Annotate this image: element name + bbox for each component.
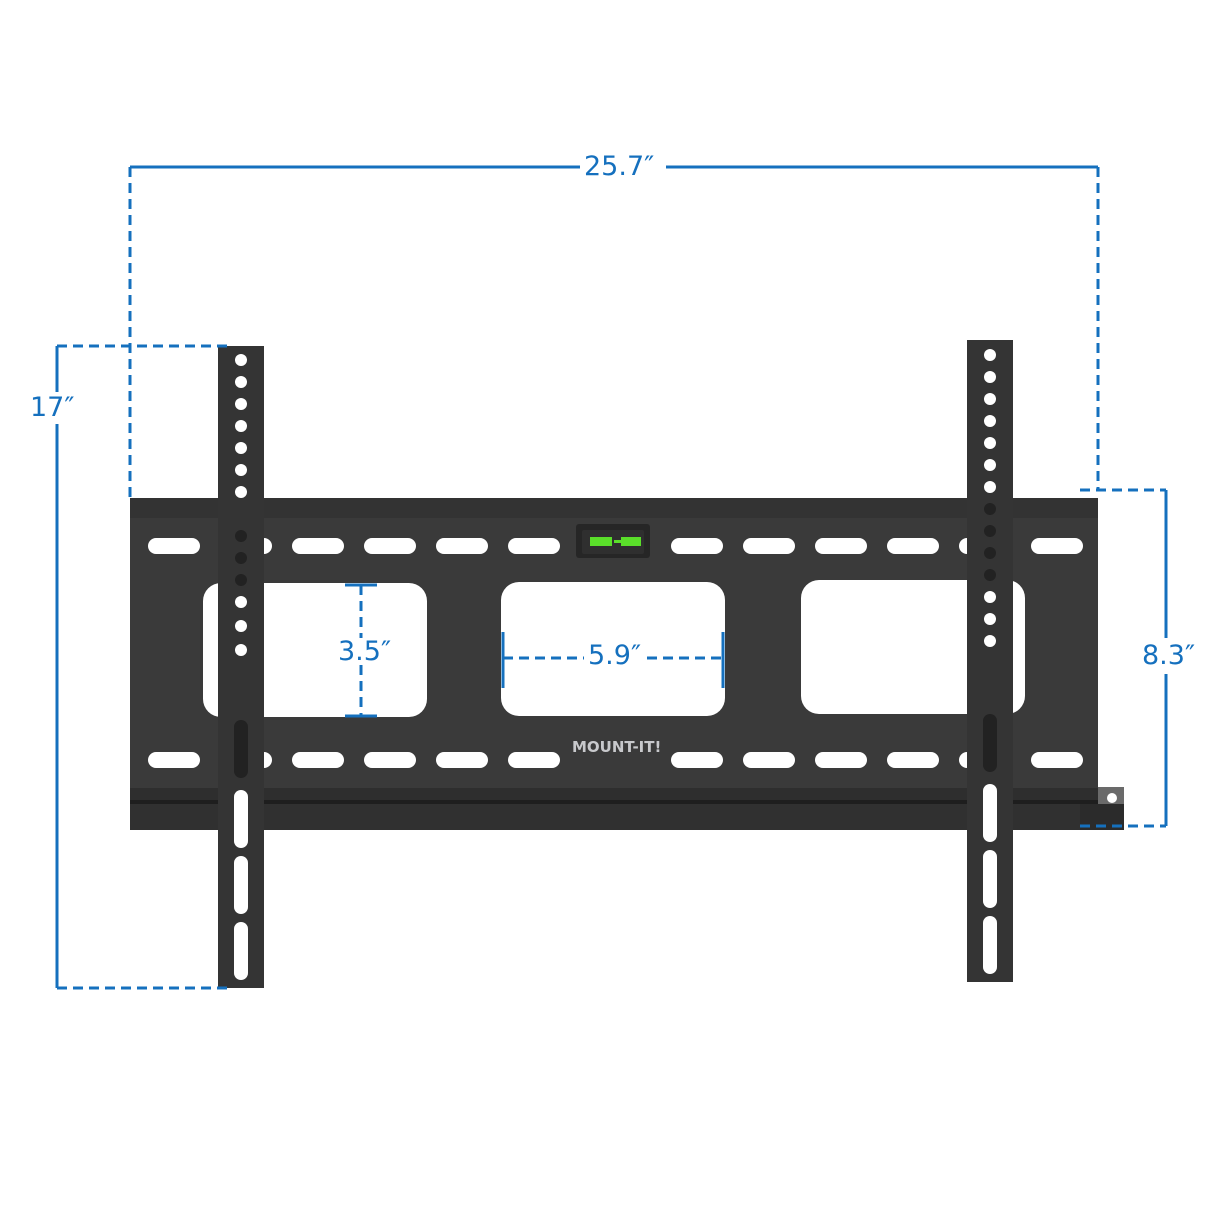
overall-width-label: 25.7″ [580,153,659,180]
upper-slots [148,538,1083,554]
overall-height-label: 17″ [26,394,79,421]
left-mounting-arm [218,346,264,988]
cutout-width-label: 5.9″ [584,642,646,669]
right-mounting-arm [967,340,1013,982]
bubble-level-icon [576,524,650,558]
brand-logo: MOUNT-IT! [572,738,662,756]
cutout-height-label: 3.5″ [334,638,396,665]
plate-height-label: 8.3″ [1138,642,1200,669]
